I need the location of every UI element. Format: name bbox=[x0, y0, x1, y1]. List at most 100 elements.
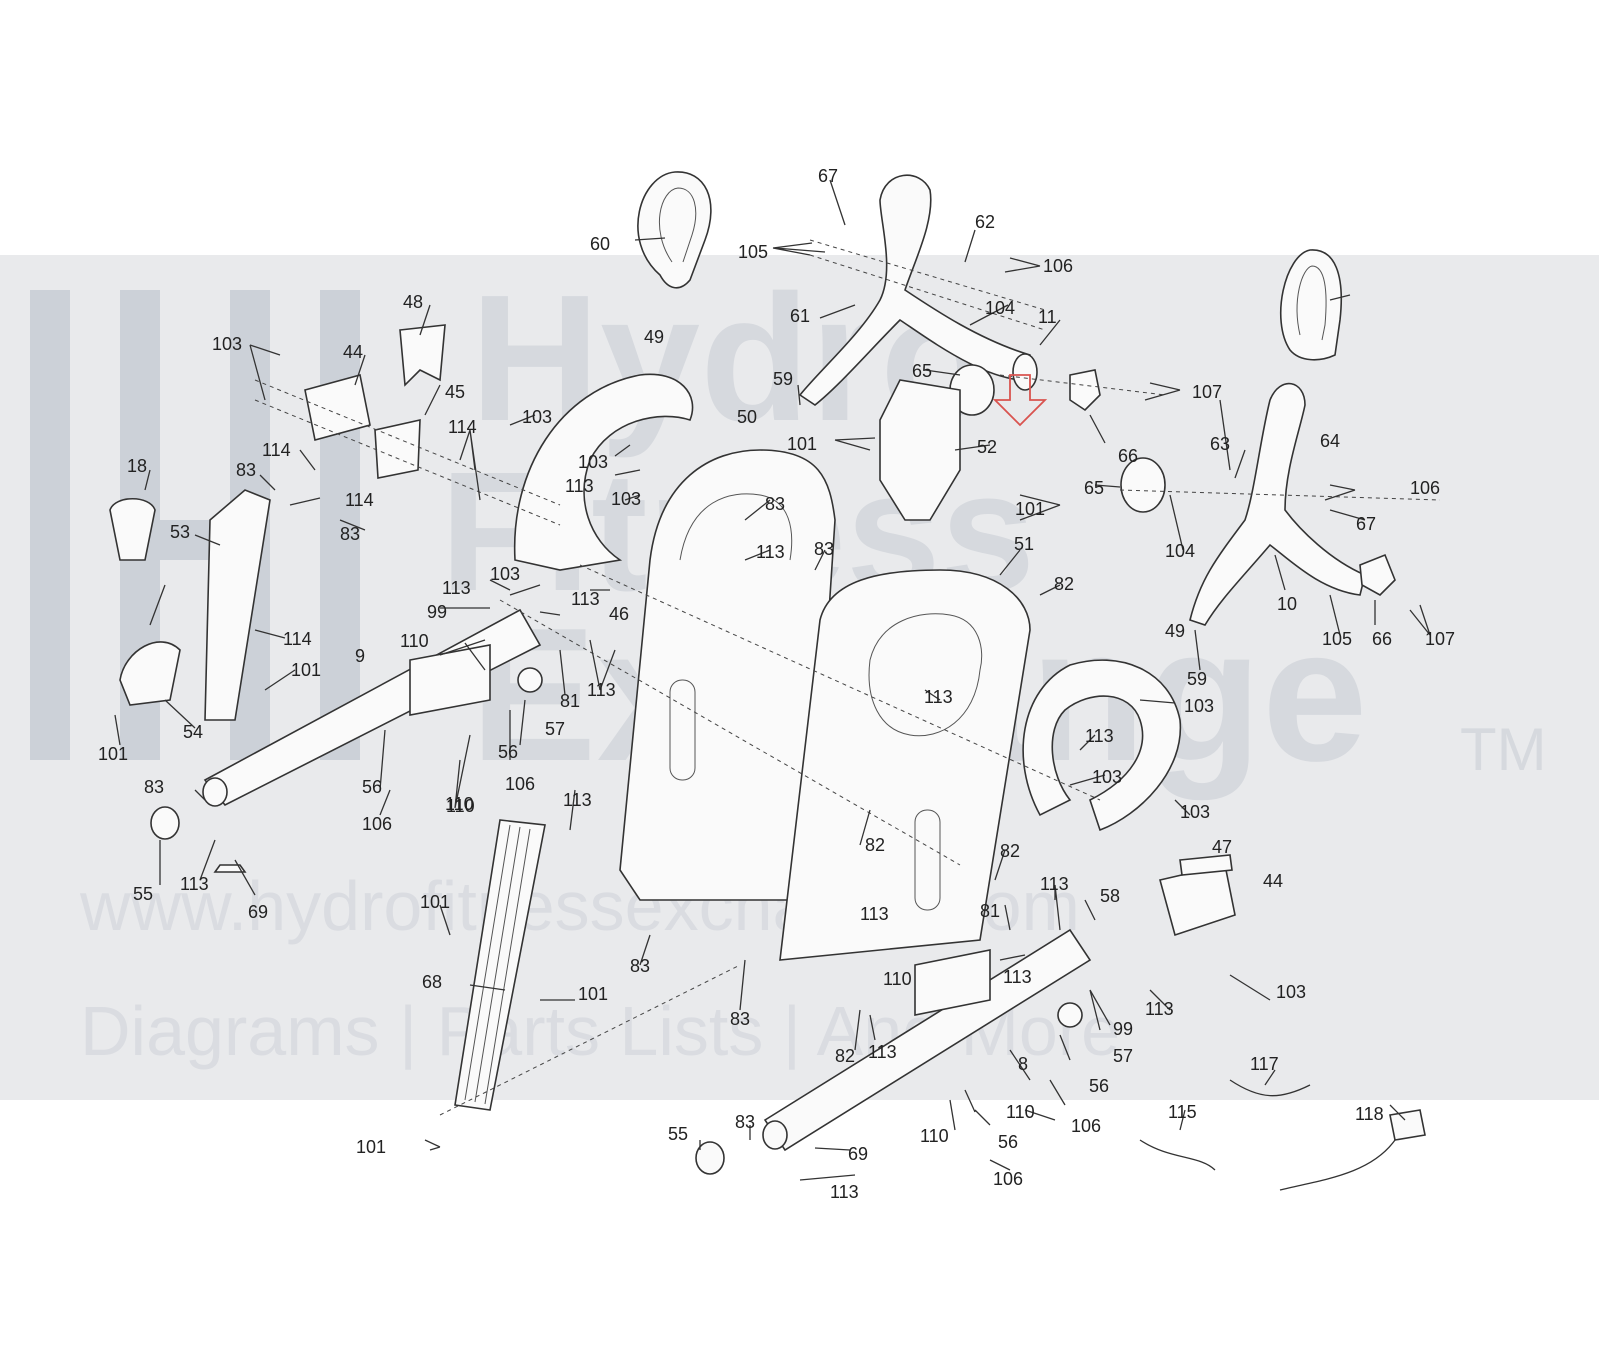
part-label: 53 bbox=[170, 522, 190, 542]
part-label: 68 bbox=[422, 972, 442, 992]
part-label: 49 bbox=[1165, 621, 1185, 641]
part-label: 113 bbox=[1145, 999, 1174, 1019]
leader-lines bbox=[114, 179, 1431, 1181]
part-label: 44 bbox=[1263, 871, 1283, 891]
part-label: 10 bbox=[1277, 594, 1297, 614]
part-label: 51 bbox=[1014, 534, 1034, 554]
part-label: 113 bbox=[1003, 967, 1032, 987]
frame-shroud-50 bbox=[619, 449, 836, 901]
part-label: 59 bbox=[1187, 669, 1207, 689]
cable-117 bbox=[1229, 1079, 1311, 1097]
part-label: 65 bbox=[912, 361, 932, 381]
part-label: 66 bbox=[1372, 629, 1392, 649]
part-label: 101 bbox=[578, 984, 608, 1004]
ramp-cover-68 bbox=[454, 819, 546, 1111]
part-label: 101 bbox=[356, 1137, 386, 1157]
part-label: 46 bbox=[609, 604, 629, 624]
adapter-118 bbox=[1389, 1109, 1426, 1141]
part-label: 103 bbox=[522, 407, 552, 427]
handle-grip-60-left bbox=[637, 171, 712, 289]
foot-69-left bbox=[213, 864, 247, 873]
part-label: 83 bbox=[730, 1009, 750, 1029]
highlight-arrow bbox=[992, 374, 1048, 427]
part-label: 61 bbox=[790, 306, 810, 326]
part-label: 113 bbox=[563, 790, 592, 810]
part-label: 104 bbox=[985, 298, 1015, 318]
part-label: 56 bbox=[362, 777, 382, 797]
part-label: 110 bbox=[920, 1126, 949, 1146]
end-cap-65-lower bbox=[1120, 457, 1166, 513]
part-label: 82 bbox=[835, 1046, 855, 1066]
part-label: 11 bbox=[1038, 307, 1057, 327]
plate-48 bbox=[399, 324, 446, 387]
part-label: 83 bbox=[630, 956, 650, 976]
part-label: 18 bbox=[127, 456, 147, 476]
part-label: 113 bbox=[442, 578, 471, 598]
part-label: 113 bbox=[868, 1042, 897, 1062]
cable-115 bbox=[1139, 1139, 1216, 1171]
part-label: 83 bbox=[735, 1112, 755, 1132]
part-label: 63 bbox=[1210, 434, 1230, 454]
upper-arm-11 bbox=[798, 174, 1036, 406]
part-label: 113 bbox=[571, 589, 600, 609]
part-label: 106 bbox=[993, 1169, 1023, 1189]
part-label: 103 bbox=[1180, 802, 1210, 822]
part-label: 114 bbox=[345, 490, 374, 510]
part-label: 113 bbox=[565, 476, 594, 496]
hoop-cover-49-left bbox=[513, 373, 694, 571]
plate-44-left bbox=[304, 374, 371, 441]
handle-grip-60-right bbox=[1279, 249, 1342, 361]
part-label: 49 bbox=[644, 327, 664, 347]
shroud-53 bbox=[204, 489, 271, 721]
part-label: 52 bbox=[977, 437, 997, 457]
shroud-52 bbox=[879, 379, 961, 521]
parts-drawing bbox=[109, 171, 1441, 1191]
part-label: 110 bbox=[445, 794, 474, 814]
watermark-logo bbox=[30, 290, 360, 760]
part-label: 50 bbox=[737, 407, 757, 427]
wheel-57-left bbox=[517, 667, 543, 693]
part-label: 110 bbox=[400, 631, 429, 651]
part-label: 56 bbox=[498, 742, 518, 762]
part-label: 83 bbox=[814, 539, 834, 559]
part-label: 99 bbox=[1113, 1019, 1133, 1039]
part-label: 114 bbox=[283, 629, 312, 649]
part-label: 103 bbox=[1184, 696, 1214, 716]
part-label: 101 bbox=[787, 434, 817, 454]
part-label: 66 bbox=[1118, 446, 1138, 466]
part-label: 45 bbox=[445, 382, 465, 402]
part-label: 118 bbox=[1355, 1104, 1384, 1124]
part-label: 9 bbox=[355, 646, 365, 666]
part-label: 105 bbox=[1322, 629, 1352, 649]
part-label: 101 bbox=[1015, 499, 1045, 519]
part-label: 60 bbox=[590, 234, 610, 254]
part-label: 113 bbox=[1085, 726, 1114, 746]
part-label: 47 bbox=[1212, 837, 1232, 857]
part-label: 113 bbox=[924, 687, 953, 707]
part-label: 113 bbox=[180, 874, 209, 894]
cup-18 bbox=[109, 498, 156, 561]
part-label: 113 bbox=[587, 680, 616, 700]
part-label: 110 bbox=[883, 969, 912, 989]
part-label: 48 bbox=[403, 292, 423, 312]
upper-arm-10 bbox=[1189, 382, 1366, 626]
part-label: 54 bbox=[183, 722, 203, 742]
part-label: 67 bbox=[1356, 514, 1376, 534]
part-label: 103 bbox=[490, 564, 520, 584]
part-label: 82 bbox=[1054, 574, 1074, 594]
part-label: 56 bbox=[998, 1132, 1018, 1152]
part-label: 107 bbox=[1192, 382, 1222, 402]
part-label: 114 bbox=[262, 440, 291, 460]
part-label: 65 bbox=[1084, 478, 1104, 498]
wheel-55-right bbox=[695, 1141, 725, 1175]
plate-45 bbox=[374, 418, 421, 479]
part-label: 104 bbox=[1165, 541, 1195, 561]
part-label: 57 bbox=[545, 719, 565, 739]
part-label: 106 bbox=[1071, 1116, 1101, 1136]
wheel-55-left bbox=[150, 806, 180, 840]
endcap-66-lower bbox=[1359, 553, 1396, 596]
part-label: 101 bbox=[420, 892, 450, 912]
part-label: 82 bbox=[865, 835, 885, 855]
frame-shroud-51 bbox=[779, 569, 1031, 961]
